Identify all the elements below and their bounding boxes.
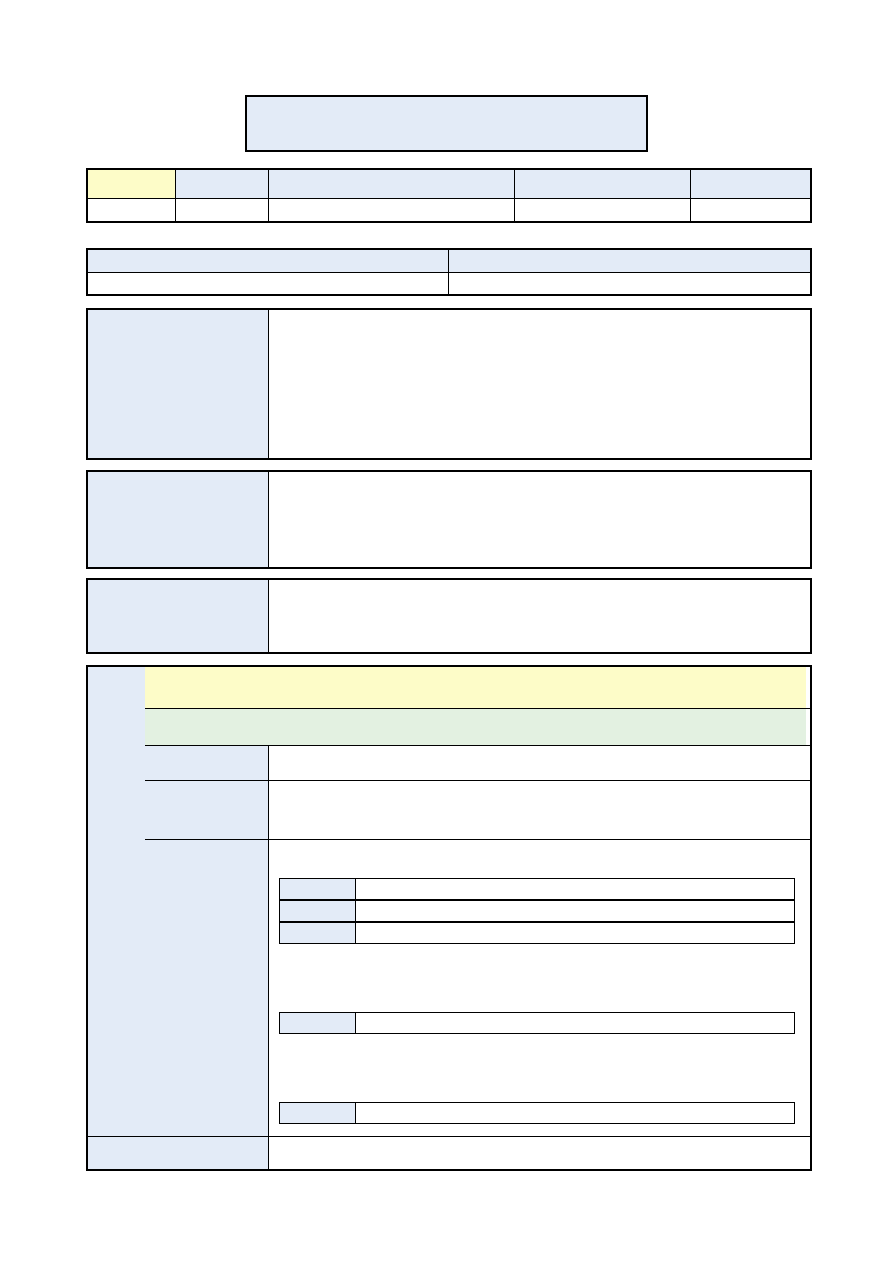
main-table-row-1-label[interactable] [145, 781, 268, 839]
detail-group-one-row-2[interactable] [279, 922, 795, 944]
label-block-3-label[interactable] [88, 580, 268, 652]
main-table-footer-label[interactable] [88, 1137, 268, 1169]
banner-yellow-text [145, 667, 806, 673]
main-table-row-0-label[interactable] [145, 746, 268, 780]
detail-group-two-row-0-label[interactable] [280, 1013, 356, 1033]
label-block-1-value-text [268, 310, 810, 316]
detail-group-two-row-0-value[interactable] [357, 1013, 794, 1033]
detail-value-text [357, 1103, 794, 1109]
detail-value-text [357, 879, 794, 885]
header-table-cell-1-1[interactable] [175, 198, 268, 221]
label-block-2-value-text [268, 472, 810, 478]
main-table-footer-value[interactable] [268, 1137, 810, 1169]
detail-group-one-row-0[interactable] [279, 878, 795, 900]
detail-group-one-row-0-label[interactable] [280, 879, 356, 899]
label-block-2-divider [268, 472, 269, 567]
label-block-3-value-text [268, 580, 810, 586]
detail-group-one-row-0-value[interactable] [357, 879, 794, 899]
detail-label-text [280, 901, 355, 907]
main-table-row-1-value-text [268, 781, 810, 787]
header-table-cell-0-0[interactable] [88, 170, 175, 198]
label-block-2-label-text [88, 472, 268, 478]
title-box[interactable] [245, 95, 648, 152]
detail-group-one-row-2-value[interactable] [357, 923, 794, 943]
header-table-col-divider-3 [514, 170, 515, 221]
header-table-cell-1-2[interactable] [268, 198, 514, 221]
second-table-cell-1-1[interactable] [448, 272, 810, 294]
header-table-col-divider-2 [268, 170, 269, 221]
detail-group-three-row-0-value[interactable] [357, 1103, 794, 1123]
detail-label-text [280, 1013, 355, 1019]
header-table-cell-0-1[interactable] [175, 170, 268, 198]
main-table-row-1-label-text [145, 781, 268, 787]
banner-green-text [145, 709, 806, 715]
label-block-2-value[interactable] [268, 472, 810, 567]
main-table-footer-top-rule [88, 1136, 810, 1137]
main-table-footer-value-text [268, 1137, 810, 1143]
banner-yellow-bottom-rule [145, 708, 810, 709]
second-table-col-divider [448, 250, 449, 294]
second-table-cell-0-1[interactable] [448, 250, 810, 272]
main-table-row-0-bottom-rule [145, 780, 810, 781]
main-table-row-0-value-text [268, 746, 810, 752]
main-table-footer-divider [268, 1137, 269, 1169]
main-table-row-1-bottom-rule [145, 839, 810, 840]
banner-green-bottom-rule [145, 745, 810, 746]
second-table-cell-0-0[interactable] [88, 250, 448, 272]
header-table-col-divider-1 [175, 170, 176, 221]
detail-value-text [357, 901, 794, 907]
header-table-cell-1-0[interactable] [88, 198, 175, 221]
header-cell-text [514, 170, 690, 176]
header-table-cell-1-3[interactable] [514, 198, 690, 221]
detail-value-text [357, 923, 794, 929]
detail-group-three-row-0-label[interactable] [280, 1103, 356, 1123]
label-block-2-label[interactable] [88, 472, 268, 567]
header-table-cell-0-4[interactable] [690, 170, 810, 198]
header-table-row-divider [88, 198, 810, 199]
detail-column-divider [268, 746, 269, 1136]
main-table-spine-text [88, 667, 145, 673]
detail-group-one-row-2-label[interactable] [280, 923, 356, 943]
detail-value-text [357, 1013, 794, 1019]
detail-block-label[interactable] [145, 840, 268, 1136]
header-cell-text [690, 170, 810, 176]
detail-label-text [280, 879, 355, 885]
main-table-row-0-label-text [145, 746, 268, 752]
label-block-3-label-text [88, 580, 268, 586]
main-table-footer-label-text [88, 1137, 268, 1143]
label-block-1-value[interactable] [268, 310, 810, 458]
label-block-3-divider [268, 580, 269, 652]
detail-group-one-row-1-value[interactable] [357, 901, 794, 921]
main-table-spine[interactable] [88, 667, 145, 1136]
main-table-banner-green[interactable] [145, 709, 806, 745]
header-cell-text [268, 170, 514, 176]
main-table-banner-yellow[interactable] [145, 667, 806, 708]
label-block-1-label-text [88, 310, 268, 316]
title-text [247, 97, 646, 103]
detail-block-label-text [145, 840, 268, 846]
header-table-cell-0-3[interactable] [514, 170, 690, 198]
header-table-cell-0-2[interactable] [268, 170, 514, 198]
label-block-1-divider [268, 310, 269, 458]
header-table-col-divider-4 [690, 170, 691, 221]
header-cell-text [88, 170, 175, 176]
header-table-cell-1-4[interactable] [690, 198, 810, 221]
second-table-cell-text [88, 250, 448, 256]
detail-group-three-row-0[interactable] [279, 1102, 795, 1124]
label-block-3-value[interactable] [268, 580, 810, 652]
main-table-row-1-value[interactable] [268, 781, 810, 839]
detail-group-one-row-1[interactable] [279, 900, 795, 922]
detail-label-text [280, 923, 355, 929]
second-table-cell-1-0[interactable] [88, 272, 448, 294]
label-block-1-label[interactable] [88, 310, 268, 458]
header-cell-text [175, 170, 268, 176]
main-table-row-0-value[interactable] [268, 746, 810, 780]
detail-group-two-row-0[interactable] [279, 1012, 795, 1034]
detail-label-text [280, 1103, 355, 1109]
second-table-row-divider [88, 272, 810, 273]
second-table-cell-text [448, 250, 810, 256]
detail-group-one-row-1-label[interactable] [280, 901, 356, 921]
